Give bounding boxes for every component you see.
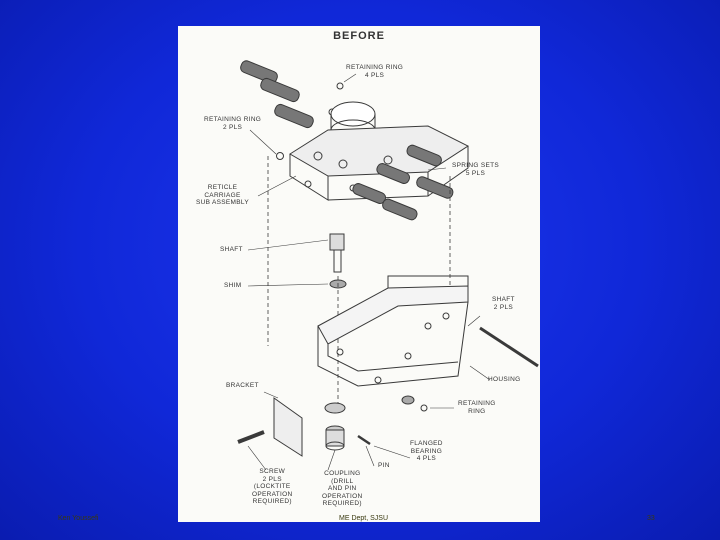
label-retaining-ring-4pls: RETAINING RING 4 PLS — [346, 64, 404, 79]
label-screw: SCREW 2 PLS (LOCKTITE OPERATION REQUIRED… — [252, 468, 293, 505]
footer-department: ME Dept, SJSU — [339, 515, 389, 522]
label-housing: HOUSING — [488, 376, 521, 383]
shaft-part — [329, 233, 345, 273]
label-shim: SHIM — [224, 282, 242, 289]
label-reticle-carriage: RETICLE CARRIAGE SUB ASSEMBLY — [196, 184, 249, 206]
housing-part — [317, 275, 469, 387]
spring-set-right — [352, 144, 454, 221]
footer-author: Ken Youssefi — [58, 515, 99, 522]
exploded-assembly-drawing: BEFORE RETAINING RING 4 PLS RETAINING RI… — [178, 26, 540, 522]
label-pin: PIN — [378, 462, 390, 469]
label-bracket: BRACKET — [226, 382, 259, 389]
label-spring-sets: SPRING SETS 5 PLS — [452, 162, 500, 177]
coupling-part — [325, 425, 345, 451]
label-retaining-ring: RETAINING RING — [458, 400, 496, 415]
label-shaft-2pls: SHAFT 2 PLS — [492, 296, 515, 311]
diagram-title: BEFORE — [333, 30, 385, 42]
drawing-linework — [237, 60, 539, 471]
footer-page-number: 33 — [647, 515, 655, 522]
label-coupling: COUPLING (DRILL AND PIN OPERATION REQUIR… — [322, 470, 363, 507]
label-flanged-bearing: FLANGED BEARING 4 PLS — [410, 440, 443, 462]
label-retaining-ring-2pls: RETAINING RING 2 PLS — [204, 116, 262, 131]
label-shaft: SHAFT — [220, 246, 243, 253]
spring-set-upper-left — [240, 60, 314, 129]
bracket-part — [273, 397, 303, 457]
